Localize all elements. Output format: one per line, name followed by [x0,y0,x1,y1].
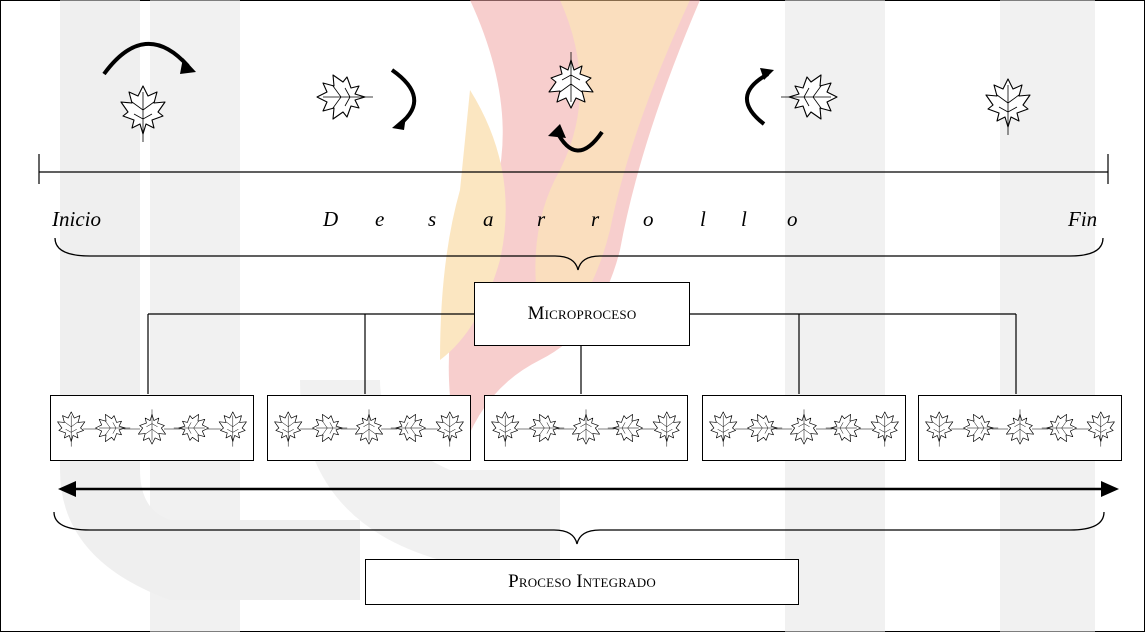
leaf-pointing-left-icon [95,414,131,442]
leaf-upright-icon [274,411,303,447]
leaf-upright-icon [57,411,86,447]
leaf-upside-down-icon [355,409,383,445]
timeline-letter: o [643,207,654,231]
leaf-pointing-right-icon [607,414,643,442]
integrated-process-box: Proceso Integrado [365,559,799,605]
leaf-upside-down-icon [572,409,600,445]
leaf-upright-icon [709,411,738,447]
leaf-upside-down-icon [790,409,818,445]
timeline-letter: e [375,207,385,231]
timeline-letter: a [483,207,494,231]
leaf-upright-icon [925,411,954,447]
leaf-upright-icon [1086,411,1115,447]
subprocess-box [484,395,688,461]
subprocess-box [50,395,254,461]
timeline-end-label: Fin [1068,207,1098,231]
curly-brace [54,237,1104,271]
leaf-pointing-right-icon [390,414,426,442]
leaf-upright-icon [870,411,899,447]
leaf-sequence-icon [709,409,899,447]
rotate-arrow-icon [390,68,417,130]
subprocess-box [918,395,1122,461]
rotate-arrow-icon [548,124,604,153]
timeline-letter: o [787,207,798,231]
leaf-pointing-right-icon [825,414,861,442]
timeline-letter: r [591,207,600,231]
microprocess-box: Microproceso [474,282,690,346]
leaf-upside-down-icon [1006,409,1034,445]
rotate-arrow-icon [745,68,774,126]
leaf-sequence-icon [274,409,464,447]
leaf-pointing-left-icon [747,414,783,442]
leaf-upright-icon [435,411,464,447]
connector-tree [147,313,1017,394]
leaf-upright-icon [652,411,681,447]
leaf-pointing-right-icon [1041,414,1077,442]
leaf-pointing-left-icon [316,74,374,120]
leaf-upside-down-icon [548,51,594,109]
leaf-sequence-icon [491,409,681,447]
leaf-pointing-left-icon [312,414,348,442]
leaf-upright-icon [491,411,520,447]
rotate-arrow-icon [102,41,196,76]
leaf-upright-icon [120,85,166,143]
subprocess-box [267,395,471,461]
timeline-letter: s [428,207,437,231]
leaf-pointing-right-icon [173,414,209,442]
leaf-upright-icon [985,78,1031,136]
timeline-letter: l [741,207,747,231]
timeline-letter: D [323,207,339,231]
leaf-sequence-icon [925,409,1115,447]
double-arrow [58,481,1119,497]
leaf-upright-icon [218,411,247,447]
leaf-pointing-left-icon [529,414,565,442]
timeline-letter: r [537,207,546,231]
leaf-pointing-left-icon [963,414,999,442]
subprocess-box [702,395,906,461]
leaf-upside-down-icon [138,409,166,445]
leaf-sequence-icon [57,409,247,447]
timeline-letter: l [700,207,706,231]
timeline-axis [38,154,1109,184]
leaf-pointing-right-icon [780,74,838,120]
curly-brace [53,511,1105,545]
timeline-start-label: Inicio [52,207,101,231]
